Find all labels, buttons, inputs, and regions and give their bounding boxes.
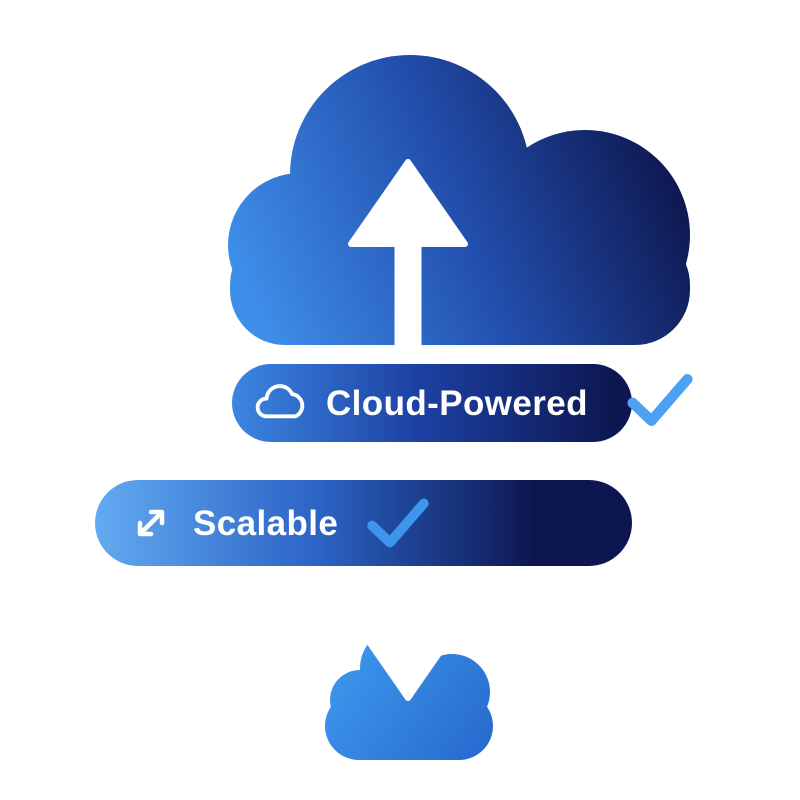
badge-scalable: Scalable [95, 480, 632, 566]
large-cloud-shape [228, 55, 690, 345]
check-icon [366, 497, 430, 549]
down-arrowhead [348, 613, 468, 701]
badge-label: Cloud-Powered [326, 383, 588, 423]
badge-label: Scalable [193, 503, 339, 543]
cloud-outline-icon [254, 383, 308, 423]
small-cloud-shape [325, 628, 493, 760]
expand-diagonal-arrow-icon [127, 499, 175, 547]
check-icon [626, 372, 694, 428]
arrow-shaft [394, 240, 422, 662]
badge-cloud-powered: Cloud-Powered [232, 364, 632, 442]
vertical-double-arrow [348, 159, 468, 701]
